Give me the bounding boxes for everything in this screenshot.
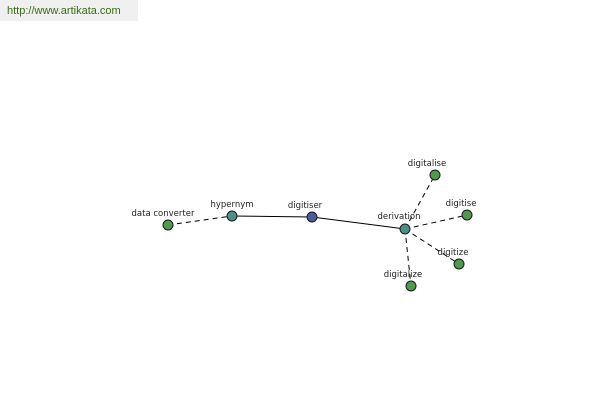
edge-hypernym-digitiser bbox=[231, 215, 313, 218]
node-label-digitiser: digitiser bbox=[288, 201, 323, 211]
edge-derivation-digitise bbox=[404, 214, 468, 230]
url-link[interactable]: http://www.artikata.com bbox=[7, 4, 121, 17]
nodes-layer: data converter hypernym digitiser derivatio… bbox=[132, 159, 477, 292]
edge-data-converter-hypernym bbox=[167, 215, 233, 226]
edge-derivation-digitalize bbox=[404, 228, 412, 287]
node-data-converter[interactable]: data converter bbox=[132, 209, 195, 231]
node-marker-digitise[interactable] bbox=[461, 209, 473, 221]
edge-digitiser-derivation bbox=[311, 216, 406, 230]
node-label-derivation: derivation bbox=[377, 212, 420, 222]
edge-derivation-digitize bbox=[404, 228, 460, 265]
node-marker-digitize[interactable] bbox=[453, 258, 465, 270]
node-digitalise[interactable]: digitalise bbox=[408, 159, 446, 181]
node-digitiser[interactable]: digitiser bbox=[288, 201, 323, 223]
node-label-data-converter: data converter bbox=[132, 209, 195, 219]
edges-layer bbox=[167, 174, 468, 287]
node-label-digitalise: digitalise bbox=[408, 159, 446, 169]
node-marker-digitalise[interactable] bbox=[429, 169, 441, 181]
node-derivation[interactable]: derivation bbox=[377, 212, 421, 235]
node-digitalize[interactable]: digitalize bbox=[384, 270, 422, 292]
url-bar: http://www.artikata.com bbox=[0, 0, 138, 21]
node-marker-data-converter[interactable] bbox=[162, 219, 174, 231]
node-label-hypernym: hypernym bbox=[210, 200, 253, 210]
node-digitise[interactable]: digitise bbox=[446, 199, 477, 221]
edge-derivation-digitalise bbox=[404, 174, 436, 230]
node-label-digitalize: digitalize bbox=[384, 270, 422, 280]
node-marker-hypernym[interactable] bbox=[226, 210, 238, 222]
node-marker-digitiser[interactable] bbox=[306, 211, 318, 223]
node-label-digitize: digitize bbox=[438, 248, 469, 258]
node-label-digitise: digitise bbox=[446, 199, 477, 209]
node-marker-digitalize[interactable] bbox=[405, 280, 417, 292]
node-marker-derivation[interactable] bbox=[399, 223, 411, 235]
node-digitize[interactable]: digitize bbox=[438, 248, 469, 270]
node-hypernym[interactable]: hypernym bbox=[210, 200, 254, 222]
